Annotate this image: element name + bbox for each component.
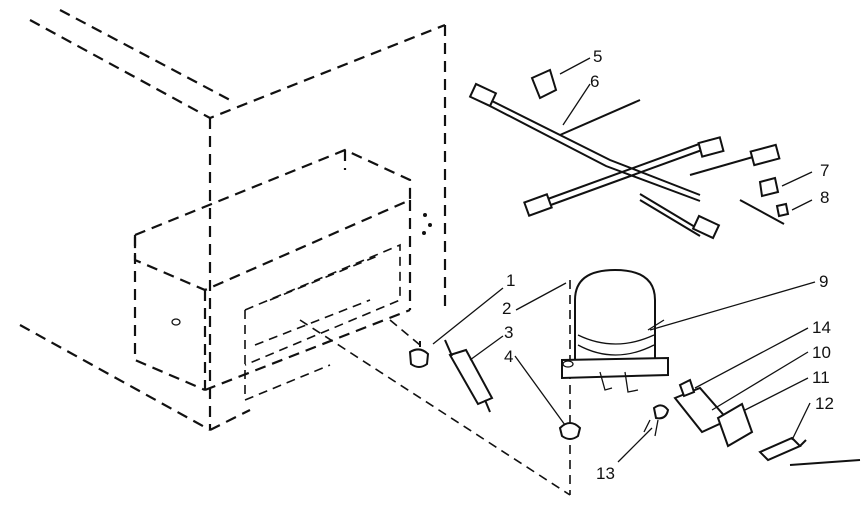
part-1-plug — [408, 341, 430, 368]
callout-6: 6 — [590, 72, 599, 91]
callout-9: 9 — [819, 272, 828, 291]
callout-5: 5 — [593, 47, 602, 66]
callout-leaders — [432, 57, 816, 463]
callout-8: 8 — [820, 188, 829, 207]
part-13-overload — [643, 404, 670, 437]
callout-1: 1 — [506, 271, 515, 290]
callout-7: 7 — [820, 161, 829, 180]
callout-2: 2 — [502, 299, 511, 318]
part-7-connector — [758, 176, 780, 198]
callout-4: 4 — [504, 347, 513, 366]
callout-13: 13 — [596, 464, 615, 483]
part-11-cover — [716, 402, 754, 448]
machine-compartment — [133, 148, 432, 402]
callout-3: 3 — [504, 323, 513, 342]
drawing-mark — [789, 459, 861, 466]
callout-10: 10 — [812, 343, 831, 362]
part-8-screw — [775, 202, 790, 218]
callout-14: 14 — [812, 318, 831, 337]
leader-dash-lines — [299, 280, 571, 496]
part-4-grommet — [558, 422, 582, 440]
part-3-cylinder — [444, 339, 494, 413]
part-9-compressor — [561, 268, 669, 393]
callout-12: 12 — [815, 394, 834, 413]
part-6-wiring-harness — [468, 82, 785, 240]
callout-11: 11 — [812, 368, 830, 387]
part-14-clip — [678, 378, 696, 398]
part-12-bracket — [758, 436, 807, 462]
cabinet-outline — [19, 9, 447, 431]
part-5-terminal — [530, 68, 558, 100]
callout-labels: 1 2 3 4 5 6 7 8 9 14 10 11 12 13 — [502, 47, 834, 483]
